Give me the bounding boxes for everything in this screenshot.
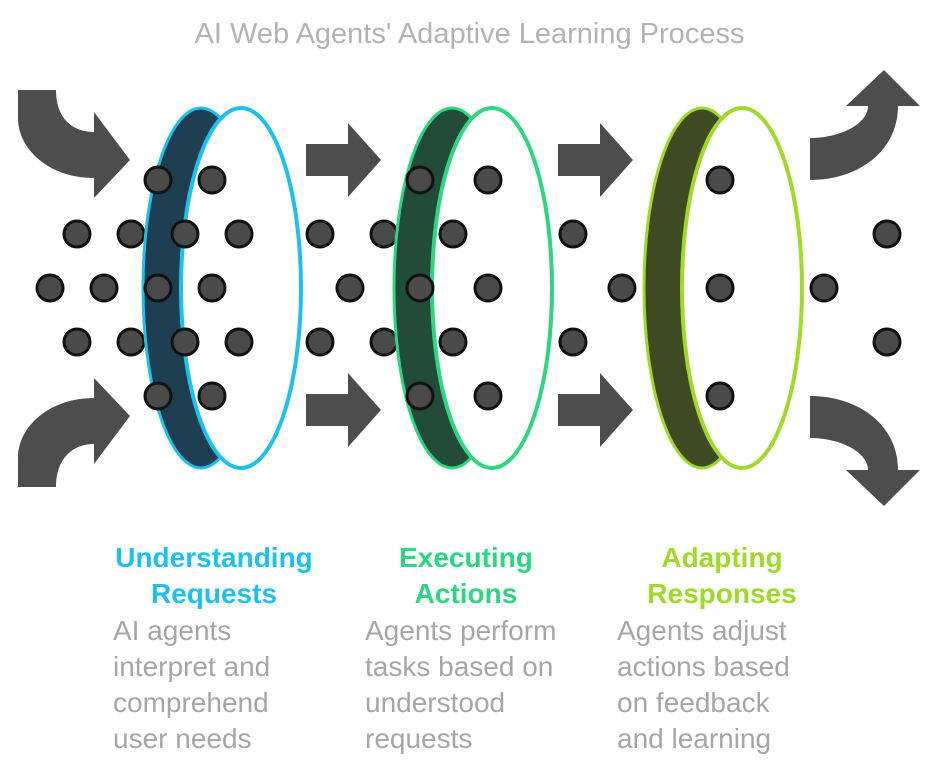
ring-front-rim: [179, 106, 303, 470]
stage-1-description: AI agents interpret and comprehend user …: [113, 613, 343, 757]
stage-3-description: Agents adjust actions based on feedback …: [617, 613, 847, 757]
particle-dot: [438, 327, 468, 357]
particle-dot: [197, 381, 227, 411]
particle-dot: [62, 327, 92, 357]
particle-dot: [473, 165, 503, 195]
ring-front-rim: [680, 106, 804, 470]
particle-dot: [405, 273, 435, 303]
particle-dot: [305, 327, 335, 357]
particle-dot: [170, 327, 200, 357]
particle-dot: [224, 327, 254, 357]
particle-dot: [170, 219, 200, 249]
stage-1-title-line2: Requests: [150, 578, 278, 609]
stage-1-desc-line: interpret and: [113, 651, 271, 682]
particle-dot: [62, 219, 92, 249]
particle-dot: [369, 219, 399, 249]
stage-2-desc-line: understood: [365, 687, 506, 718]
particle-dot: [369, 327, 399, 357]
particle-dot: [558, 327, 588, 357]
straight-arrow-icon: [558, 373, 633, 447]
stage-1-ring: [141, 106, 303, 470]
particle-dot: [473, 273, 503, 303]
particle-dot: [872, 327, 902, 357]
straight-arrow-icon: [306, 123, 381, 197]
particle-dot: [872, 219, 902, 249]
particle-dot: [143, 381, 173, 411]
stage-2-description: Agents perform tasks based on understood…: [365, 613, 595, 757]
particle-dot: [197, 165, 227, 195]
particle-dot: [143, 165, 173, 195]
stage-3-ring: [642, 106, 804, 470]
particle-dot: [607, 273, 637, 303]
particle-dot: [405, 165, 435, 195]
particle-dot: [558, 219, 588, 249]
particle-dot: [705, 273, 735, 303]
stage-2-desc-line: Agents perform: [365, 615, 557, 646]
stage-1-title: Understanding Requests: [84, 540, 344, 612]
particle-dot: [116, 219, 146, 249]
particle-dot: [335, 273, 365, 303]
particle-dot: [405, 381, 435, 411]
diagram-title: AI Web Agents' Adaptive Learning Process: [194, 18, 745, 50]
stage-2-desc-line: tasks based on: [365, 651, 554, 682]
curved-arrow-out-bottom-icon: [810, 396, 920, 506]
stage-2-title-line2: Actions: [414, 578, 518, 609]
curved-arrow-in-bottom-icon: [18, 378, 130, 487]
stage-2-desc-line: requests: [365, 723, 473, 754]
straight-arrow-icon: [306, 373, 381, 447]
straight-arrow-icon: [558, 123, 633, 197]
stage-1-title-line1: Understanding: [115, 542, 313, 573]
particle-dot: [305, 219, 335, 249]
particle-dot: [89, 273, 119, 303]
particle-dot: [224, 219, 254, 249]
particle-dot: [35, 273, 65, 303]
particle-dot: [116, 327, 146, 357]
curved-arrow-out-top-icon: [810, 70, 920, 180]
stage-3-desc-line: actions based: [617, 651, 790, 682]
stage-1-desc-line: user needs: [113, 723, 252, 754]
stage-3-title: Adapting Responses: [592, 540, 852, 612]
stage-3-desc-line: and learning: [617, 723, 772, 754]
particle-dot: [473, 381, 503, 411]
particle-dot: [197, 273, 227, 303]
particle-dot: [705, 165, 735, 195]
stage-2-title-line1: Executing: [399, 542, 533, 573]
stage-1-desc-line: comprehend: [113, 687, 269, 718]
stage-3-desc-line: on feedback: [617, 687, 770, 718]
stage-3-title-line1: Adapting: [661, 542, 783, 573]
particle-dot: [438, 219, 468, 249]
stage-3-desc-line: Agents adjust: [617, 615, 787, 646]
stage-1-desc-line: AI agents: [113, 615, 232, 646]
particle-dot: [809, 273, 839, 303]
stage-2-title: Executing Actions: [336, 540, 596, 612]
particle-dot: [705, 381, 735, 411]
particle-dot: [143, 273, 173, 303]
curved-arrow-in-top-icon: [18, 90, 130, 198]
stage-3-title-line2: Responses: [647, 578, 797, 609]
